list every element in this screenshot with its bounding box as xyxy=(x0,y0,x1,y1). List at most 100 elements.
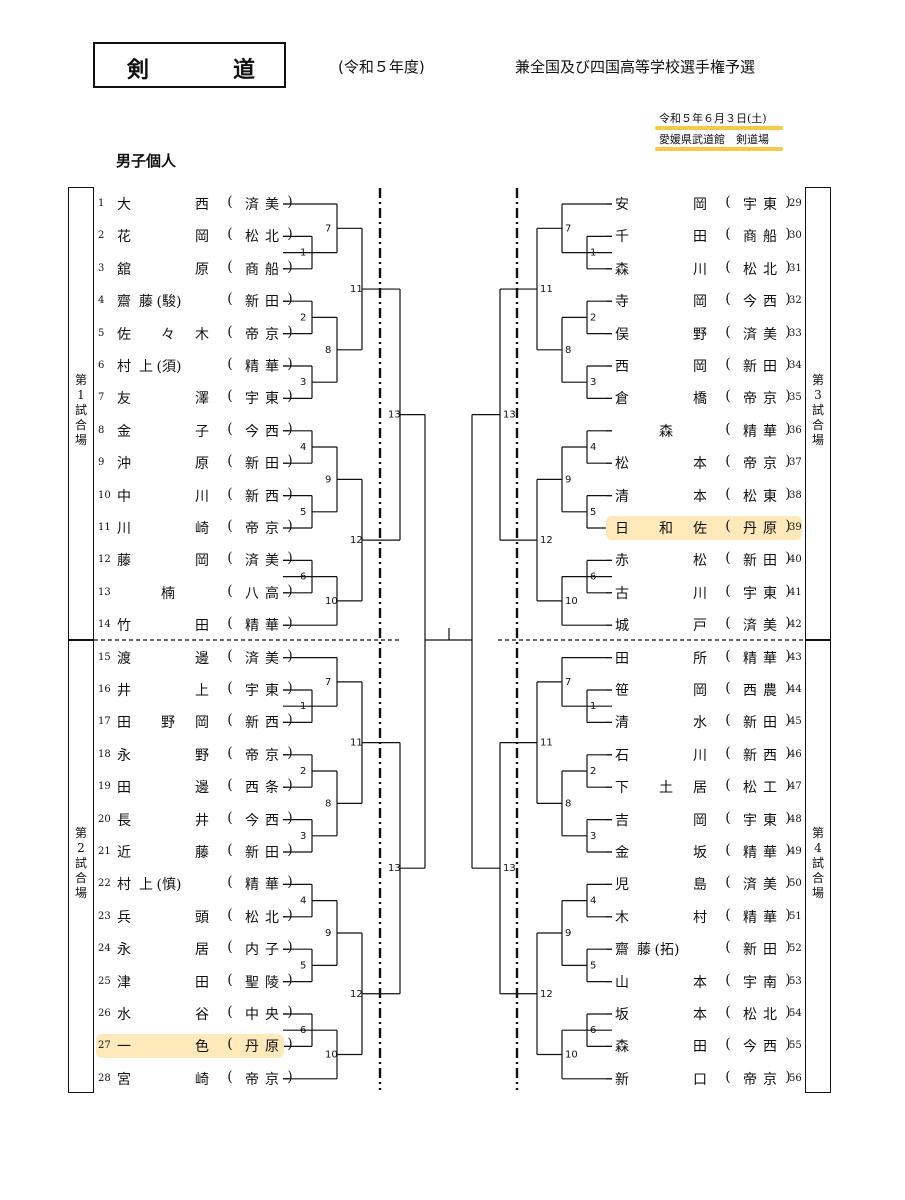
seed-number: 53 xyxy=(789,975,802,987)
seed-number: 24 xyxy=(98,943,111,955)
match-number: 8 xyxy=(325,798,331,809)
entry-char: ) xyxy=(785,323,791,340)
entry-char: 楠 xyxy=(161,585,175,602)
entry-char: ( xyxy=(227,550,233,567)
entry-char: 藤 xyxy=(139,294,153,311)
entry-char: ( xyxy=(725,744,731,761)
entry-char: ) xyxy=(785,453,791,470)
entry-char: 中 xyxy=(117,488,131,505)
entry-char: 北 xyxy=(265,229,279,246)
entry-char: 精 xyxy=(743,845,757,861)
entry-char: 本 xyxy=(693,1007,707,1023)
entry-char: ) xyxy=(287,615,293,632)
entry-char: 清 xyxy=(615,488,629,505)
entry-char: 笹 xyxy=(615,683,629,699)
entry-char: ( xyxy=(227,226,233,243)
match-number: 8 xyxy=(325,345,331,356)
entry-char: 井 xyxy=(117,683,131,699)
entry-char: ( xyxy=(725,582,731,599)
entry-char: ( xyxy=(227,1068,233,1085)
entry-char: ( xyxy=(227,485,233,502)
seed-number: 31 xyxy=(789,262,802,274)
entry-char: 近 xyxy=(117,845,131,861)
entry-char: 金 xyxy=(615,845,629,861)
seed-number: 38 xyxy=(789,489,802,501)
entry-char: 済 xyxy=(245,197,259,213)
entry-char: 子 xyxy=(195,423,209,440)
entry-char: ( xyxy=(227,744,233,761)
match-number: 11 xyxy=(350,284,363,295)
entry-char: ) xyxy=(785,1036,791,1053)
entry-char: 美 xyxy=(265,553,279,570)
entry-char: 美 xyxy=(265,650,279,667)
entry-char: 田 xyxy=(693,1039,707,1056)
entry-char: 美 xyxy=(763,877,777,894)
seed-number: 6 xyxy=(98,360,105,371)
match-number: 3 xyxy=(590,831,596,842)
entry-char: 宇 xyxy=(743,812,757,829)
entry-char: ) xyxy=(287,712,293,729)
entry-char: ) xyxy=(785,291,791,308)
entry-char: 邊 xyxy=(195,780,209,797)
entry-char: 原 xyxy=(195,456,209,473)
entry-char: 帝 xyxy=(743,1071,757,1088)
entry-char: ( xyxy=(227,615,233,632)
entry-char: 松 xyxy=(743,1007,757,1023)
entry-char: 俣 xyxy=(615,326,629,343)
entry-char: 橋 xyxy=(693,391,707,408)
entry-char: ) xyxy=(785,485,791,502)
entry-char: 長 xyxy=(117,812,131,829)
entry-char: 帝 xyxy=(245,521,259,537)
entry-char: ( xyxy=(725,550,731,567)
entry-char: ( xyxy=(725,777,731,794)
entry-char: ( xyxy=(725,906,731,923)
entry-char: ( xyxy=(725,1004,731,1020)
entry-char: 本 xyxy=(693,488,707,505)
entry-char: 田 xyxy=(693,229,707,246)
entry-char: ( xyxy=(227,777,233,794)
entry-char: 藤 xyxy=(637,942,651,959)
match-number: 13 xyxy=(388,863,401,874)
match-number: 10 xyxy=(565,1050,578,1061)
entry-char: 田 xyxy=(265,294,279,311)
entry-char: 岡 xyxy=(693,197,707,213)
entry-char: 船 xyxy=(265,261,279,278)
entry-char: 岡 xyxy=(693,683,707,699)
entry-char: ( xyxy=(725,939,731,956)
entry-char: 済 xyxy=(743,618,757,635)
entry-char: 野 xyxy=(161,715,175,732)
entry-char: 東 xyxy=(265,391,279,408)
seed-number: 25 xyxy=(98,975,111,987)
entry-char: 華 xyxy=(763,845,777,861)
match-number: 5 xyxy=(300,507,306,518)
entry-char: 精 xyxy=(245,618,259,635)
match-number: 5 xyxy=(300,960,306,971)
entry-char: 今 xyxy=(743,294,757,311)
seed-number: 16 xyxy=(98,684,111,695)
entry-char: 商 xyxy=(743,229,757,246)
entry-char: 井 xyxy=(195,812,209,829)
entry-char: 野 xyxy=(693,326,707,343)
entry-char: 宇 xyxy=(245,391,259,408)
entry-char: 北 xyxy=(265,909,279,926)
entry-char: 佐 xyxy=(117,326,131,343)
match-number: 7 xyxy=(325,677,331,688)
entry-char: ( xyxy=(227,971,233,988)
